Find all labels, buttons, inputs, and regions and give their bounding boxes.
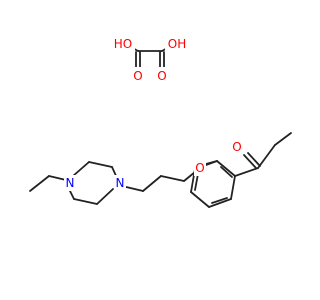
ketone-oxygen-label: O: [232, 140, 241, 154]
bond-ring-c4-c5: [190, 191, 210, 208]
propyl-linker: [125, 171, 196, 192]
bond-c2-c3: [88, 161, 113, 168]
bond-co-double-a: [243, 154, 257, 169]
bond-ring-inner-3: [194, 173, 199, 191]
chemical-structure-drawing: HO OH O O O O N N: [29, 36, 292, 208]
bond-ethyl-ch3: [29, 175, 50, 192]
bond-n4-c5: [96, 188, 114, 205]
ether-oxygen-label: O: [195, 161, 204, 175]
bond-ch2-ch3: [274, 132, 292, 146]
bond-ring-c3-c4: [208, 198, 232, 208]
bond-ch2-ch2: [142, 175, 162, 192]
bond-ring-inner-2: [211, 197, 228, 204]
oxalic-hydroxyl-right-label: OH: [168, 37, 186, 51]
bond-carbonyl-ch2: [257, 144, 276, 169]
structure-canvas: HO OH O O O O N N: [29, 36, 292, 208]
atom-labels: HO OH O O O O N N: [64, 36, 243, 191]
bond-ring-carbonyl: [234, 167, 259, 177]
oxalic-hydroxyl-left-label: HO: [114, 37, 132, 51]
bond-ring-inner-1: [220, 166, 233, 178]
bond-c5-c6: [73, 198, 98, 205]
ethylpiperazine: [29, 161, 118, 205]
bond-ch2-ch2-b: [160, 175, 185, 182]
piperazine-nitrogen-propyl-label: N: [116, 176, 125, 190]
bond-co-double-b: [247, 152, 261, 167]
oxalic-carbonyl-oxygen-left-label: O: [133, 69, 142, 83]
bond-n4-ch2: [125, 186, 144, 192]
bond-ch2-oether: [183, 171, 196, 182]
oxalic-carbonyl-oxygen-right-label: O: [157, 69, 166, 83]
propanoyl-group: [234, 132, 292, 177]
piperazine-nitrogen-ethyl-label: N: [66, 176, 75, 190]
bond-ring-c1-c2: [216, 160, 236, 177]
oxalic-acid: [128, 45, 172, 68]
bond-ethyl-ch2-n: [48, 175, 67, 181]
bond-ring-c2-c3: [230, 175, 236, 200]
bond-n1-c2: [72, 161, 90, 177]
